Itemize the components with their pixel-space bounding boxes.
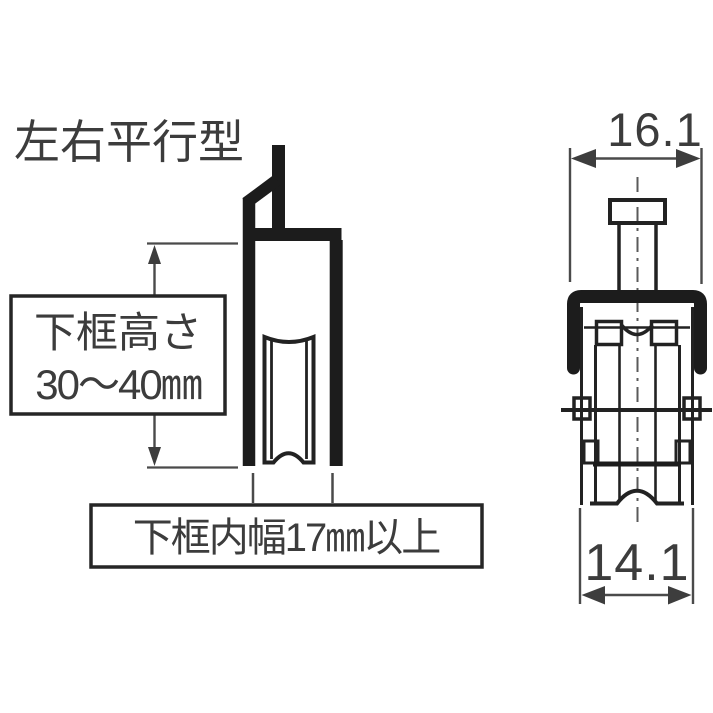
- top-dimension-value: 16.1: [607, 103, 702, 156]
- height-label-line1: 下框高さ: [34, 309, 202, 356]
- type-label: 左右平行型: [14, 116, 244, 168]
- groove-top-arc: [620, 323, 654, 337]
- bearing-left: [572, 396, 592, 421]
- screw-head: [608, 198, 667, 225]
- arrow-up-icon: [148, 245, 161, 264]
- arrow-left-icon: [581, 586, 605, 605]
- bottom-dimension: 14.1: [578, 508, 695, 605]
- housing-plates: [580, 307, 694, 505]
- arrow-down-icon: [148, 447, 161, 466]
- top-dimension: 16.1: [568, 103, 703, 284]
- front-view: 16.1: [561, 103, 712, 605]
- wheel-front: [590, 319, 684, 506]
- flange-top-left: [594, 319, 624, 347]
- wheel-side: [262, 334, 316, 465]
- inner-width-box: [89, 503, 484, 569]
- rail-profile: [242, 145, 343, 466]
- wheel-bottom-edge: [590, 488, 684, 506]
- bearing-right: [682, 396, 702, 421]
- side-view: 左右平行型 下框高さ 30〜40㎜: [9, 116, 484, 569]
- flange-top-right: [649, 319, 679, 347]
- arrow-right-icon: [676, 149, 701, 168]
- bottom-dimension-value: 14.1: [584, 534, 689, 592]
- arrow-right-icon: [668, 586, 692, 605]
- inner-width-label: 下框内幅17㎜以上: [133, 516, 440, 560]
- lower-tab-left: [582, 439, 600, 465]
- adjust-screw: [608, 198, 667, 291]
- height-label-box: [9, 294, 227, 416]
- inner-width-callout: 下框内幅17㎜以上: [89, 473, 484, 569]
- height-dimension: 下框高さ 30〜40㎜: [9, 242, 238, 469]
- mounting-bracket: [567, 290, 707, 375]
- lower-tab-right: [674, 439, 692, 465]
- arrow-left-icon: [571, 149, 596, 168]
- wheel-outline: [262, 334, 316, 465]
- axle-assembly: [561, 396, 712, 467]
- height-label-line2: 30〜40㎜: [35, 361, 201, 408]
